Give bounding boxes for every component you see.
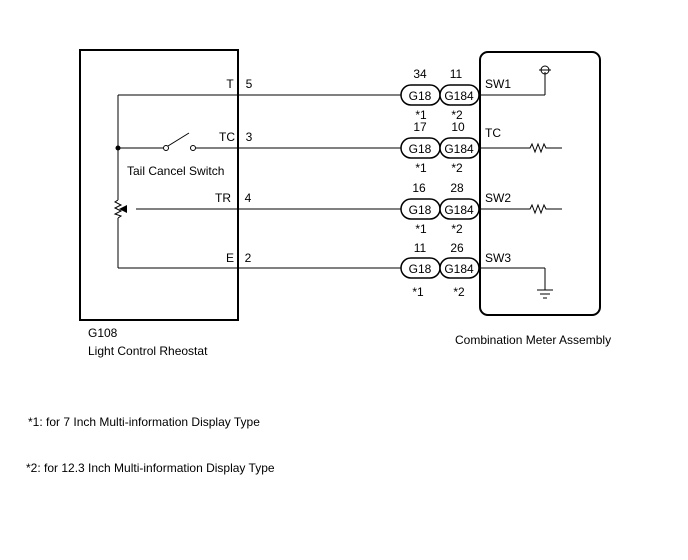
meter-name: Combination Meter Assembly	[455, 333, 611, 347]
connector-g184	[439, 257, 480, 279]
connector-mark: *2	[451, 222, 463, 236]
rheostat-internal-wiring	[113, 95, 163, 268]
footnote-1: *1: for 7 Inch Multi-information Display…	[28, 415, 260, 429]
connector-g184	[439, 137, 480, 159]
connector-row-tc: G18 G184 17 10 *1 *2 TC	[400, 120, 501, 175]
connector-mark: *1	[415, 222, 427, 236]
pin-number: 11	[450, 67, 463, 81]
tail-cancel-switch-symbol	[163, 132, 196, 151]
connector-mark: *1	[415, 108, 427, 122]
connector-mark: *2	[451, 161, 463, 175]
pin-number: 17	[413, 120, 427, 134]
pin-label-5: 5	[246, 77, 253, 91]
pin-number: 26	[450, 241, 464, 255]
pin-label-2: 2	[245, 251, 252, 265]
connector-label-g184: G184	[444, 203, 474, 217]
connector-label-g184: G184	[444, 262, 474, 276]
connector-row-sw2: G18 G184 16 28 *1 *2 SW2	[400, 181, 511, 236]
light-control-rheostat-box	[79, 49, 239, 321]
junction-dot	[115, 145, 121, 151]
connector-mark: *2	[453, 285, 465, 299]
connector-label-g184: G184	[444, 89, 474, 103]
connector-g184	[439, 198, 480, 220]
connector-mark: *1	[412, 285, 424, 299]
pin-number: 34	[413, 67, 427, 81]
connector-mark: *1	[415, 161, 427, 175]
pin-number: 11	[414, 241, 427, 255]
component-name: Light Control Rheostat	[88, 344, 208, 358]
connector-label-g18: G18	[409, 203, 432, 217]
connector-label-g18: G18	[409, 89, 432, 103]
pin-label-4: 4	[245, 191, 252, 205]
terminal-label-tr: TR	[215, 191, 231, 205]
meter-terminal-label: SW1	[485, 77, 511, 91]
terminal-label-t: T	[226, 77, 234, 91]
combination-meter-box	[479, 51, 601, 316]
connector-mark: *2	[451, 108, 463, 122]
connector-label-g184: G184	[444, 142, 474, 156]
pin-number: 16	[412, 181, 426, 195]
meter-terminal-label: SW2	[485, 191, 511, 205]
switch-label: Tail Cancel Switch	[127, 164, 224, 178]
footnote-2: *2: for 12.3 Inch Multi-information Disp…	[26, 461, 275, 475]
terminal-label-tc: TC	[219, 130, 235, 144]
wiper-arrow	[119, 205, 127, 213]
pin-number: 28	[450, 181, 464, 195]
connector-row-sw3: G18 G184 11 26 *1 *2 SW3	[400, 241, 511, 299]
meter-terminal-label: TC	[485, 126, 501, 140]
terminal-label-e: E	[226, 251, 234, 265]
connector-row-sw1: G18 G184 34 11 *1 *2 SW1	[400, 67, 511, 122]
pin-number: 10	[451, 120, 465, 134]
wire-lines	[118, 94, 545, 269]
connector-label-g18: G18	[409, 142, 432, 156]
pin-label-3: 3	[246, 130, 253, 144]
component-code: G108	[88, 326, 118, 340]
meter-internal-symbols	[528, 65, 562, 299]
connector-label-g18: G18	[409, 262, 432, 276]
connector-g184	[439, 84, 480, 106]
meter-terminal-label: SW3	[485, 251, 511, 265]
